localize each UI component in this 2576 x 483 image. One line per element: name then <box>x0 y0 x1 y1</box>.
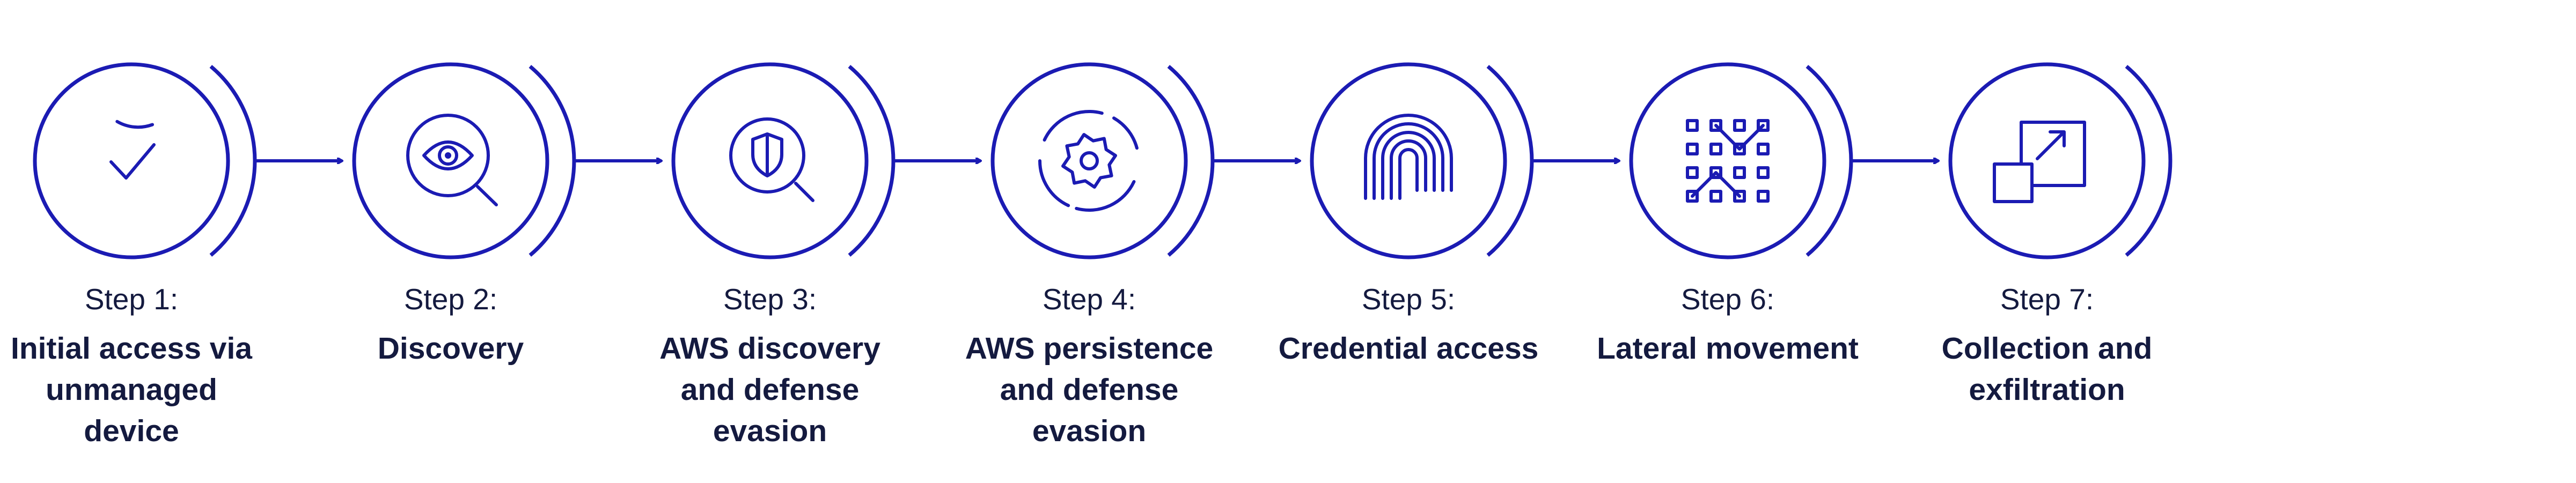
step-circle <box>1310 62 1507 259</box>
step-arc <box>209 65 257 257</box>
step-circle <box>352 62 549 259</box>
step-arc <box>529 65 576 257</box>
step-title: Lateral movement <box>1597 331 1859 366</box>
step-number: Step 6: <box>1680 283 1775 316</box>
step-circle <box>990 62 1188 259</box>
step-arc <box>1486 65 1534 257</box>
eye-magnifier-icon <box>406 114 498 206</box>
step-circle <box>1629 62 1826 259</box>
step-number: Step 1: <box>84 283 179 316</box>
step-title: Initial access via unmanaged device <box>11 331 252 448</box>
step-arc <box>1167 65 1215 257</box>
fingerprint-icon <box>1364 114 1453 200</box>
step-title: Credential access <box>1278 331 1539 366</box>
step-number: Step 7: <box>2000 283 2094 316</box>
step-arc <box>2125 65 2173 257</box>
step-circle <box>33 62 230 259</box>
gear-cycle-icon <box>1038 109 1139 212</box>
step-title: AWS persistence and defense evasion <box>965 331 1214 448</box>
step-number: Step 3: <box>723 283 817 316</box>
step-number: Step 2: <box>403 283 498 316</box>
step-number: Step 4: <box>1042 283 1136 316</box>
step-number: Step 5: <box>1361 283 1456 316</box>
checkmark-icon <box>109 120 156 180</box>
expand-squares-icon <box>1993 121 2086 203</box>
step-title: AWS discovery and defense evasion <box>659 331 880 448</box>
step-arc <box>848 65 896 257</box>
step-circle <box>1948 62 2146 259</box>
grid-network-icon <box>1686 119 1770 203</box>
step-title: Discovery <box>377 331 524 366</box>
step-circle <box>671 62 869 259</box>
shield-magnifier-icon <box>729 117 814 202</box>
step-title: Collection and exfiltration <box>1941 331 2153 407</box>
step-arc <box>1806 65 1853 257</box>
